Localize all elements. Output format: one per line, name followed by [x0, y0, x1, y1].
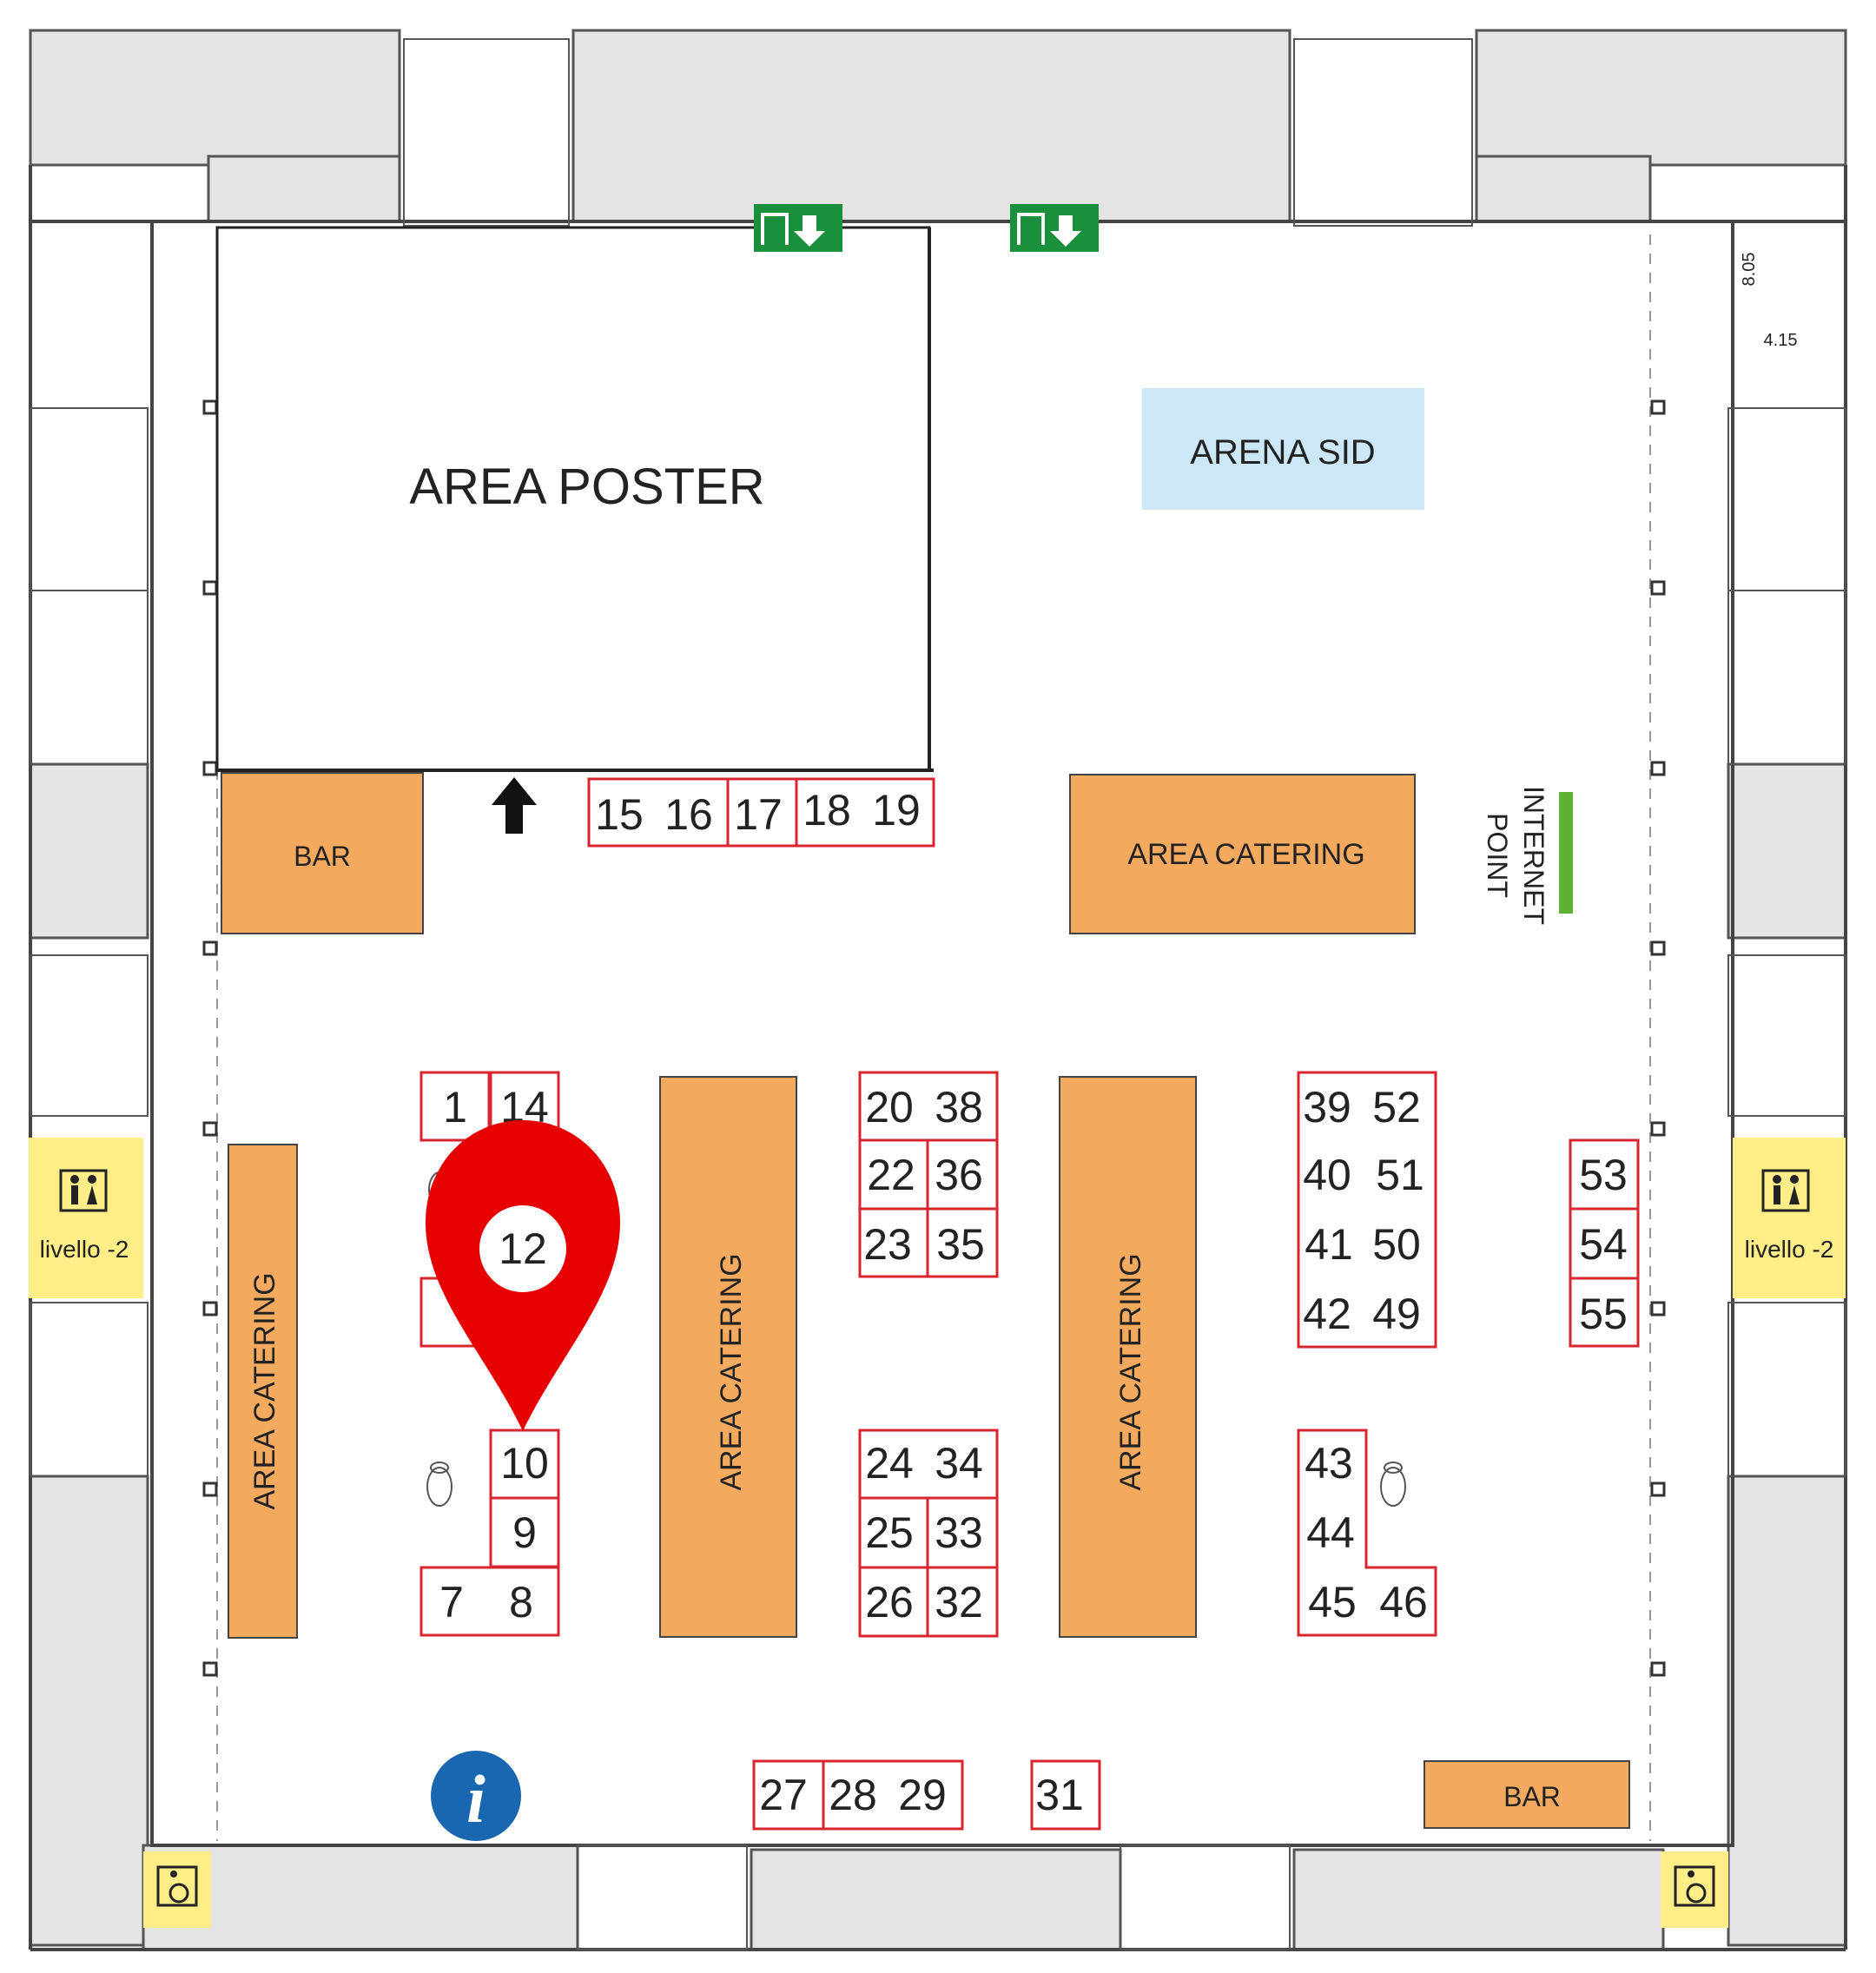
booth-49[interactable]: 49 [1372, 1290, 1421, 1338]
booth-numbers: 1 14 12 10 9 7 8 15 16 17 18 19 20 38 22… [439, 786, 1628, 1819]
booth-25[interactable]: 25 [865, 1508, 914, 1557]
booth-10[interactable]: 10 [500, 1439, 549, 1488]
booth-9[interactable]: 9 [512, 1508, 537, 1557]
booth-20[interactable]: 20 [865, 1083, 914, 1132]
booth-17[interactable]: 17 [734, 790, 783, 839]
internet-label: INTERNET [1518, 786, 1549, 925]
building-structure [29, 29, 1847, 1951]
arrow-up-icon [492, 777, 537, 834]
booth-8[interactable]: 8 [509, 1578, 533, 1627]
booth-28[interactable]: 28 [829, 1771, 877, 1819]
booth-38[interactable]: 38 [935, 1083, 983, 1132]
booth-16[interactable]: 16 [664, 790, 713, 839]
booth-44[interactable]: 44 [1306, 1508, 1355, 1557]
booth-43[interactable]: 43 [1305, 1439, 1353, 1488]
booth-23[interactable]: 23 [863, 1220, 912, 1269]
arena-sid-label: ARENA SID [1190, 433, 1375, 472]
area-catering-label: AREA CATERING [248, 1272, 281, 1509]
restroom-right: livello -2 [1733, 1138, 1846, 1298]
booth-45[interactable]: 45 [1308, 1578, 1357, 1627]
booth-55[interactable]: 55 [1579, 1290, 1628, 1338]
area-catering-left: AREA CATERING [228, 1144, 298, 1639]
booth-1[interactable]: 1 [443, 1083, 467, 1132]
restroom-icon [1761, 1169, 1810, 1212]
booth-34[interactable]: 34 [935, 1439, 983, 1488]
booth-32[interactable]: 32 [935, 1578, 983, 1627]
booth-7[interactable]: 7 [439, 1578, 464, 1627]
booth-53[interactable]: 53 [1579, 1151, 1628, 1199]
booth-41[interactable]: 41 [1305, 1220, 1353, 1269]
column-markers [202, 399, 1666, 1677]
booth-15[interactable]: 15 [595, 790, 644, 839]
bar-label: BAR [1503, 1781, 1561, 1812]
booth-18[interactable]: 18 [803, 786, 851, 835]
dimension-horizontal: 4.15 [1764, 331, 1798, 350]
bar-bottom-right: BAR [1424, 1760, 1630, 1829]
restroom-left: livello -2 [29, 1138, 143, 1298]
booth-22[interactable]: 22 [867, 1151, 915, 1199]
emergency-exit-icon [754, 204, 1099, 252]
livello-label: livello -2 [40, 1236, 129, 1263]
booth-51[interactable]: 51 [1376, 1151, 1424, 1199]
bar-top-left: BAR [221, 772, 424, 934]
area-catering-label: AREA CATERING [715, 1253, 748, 1490]
booth-40[interactable]: 40 [1303, 1151, 1351, 1199]
arena-sid: ARENA SID [1142, 388, 1424, 510]
livello-label: livello -2 [1745, 1236, 1834, 1263]
booth-54[interactable]: 54 [1579, 1220, 1628, 1269]
booth-50[interactable]: 50 [1372, 1220, 1421, 1269]
booth-26[interactable]: 26 [865, 1578, 914, 1627]
booth-19[interactable]: 19 [872, 786, 921, 835]
booth-24[interactable]: 24 [865, 1439, 914, 1488]
booth-outlines [419, 777, 1640, 1831]
area-catering-center-left: AREA CATERING [659, 1076, 797, 1638]
restroom-icon [59, 1169, 108, 1212]
dimensions: 8.05 4.15 [1740, 253, 1797, 350]
location-pin-icon[interactable]: 12 [426, 1120, 620, 1431]
booth-29[interactable]: 29 [898, 1771, 947, 1819]
area-poster-label: AREA POSTER [409, 459, 764, 515]
wheelchair-icon [143, 1851, 1728, 1928]
booth-31[interactable]: 31 [1035, 1771, 1084, 1819]
booth-52[interactable]: 52 [1372, 1083, 1421, 1132]
booth-36[interactable]: 36 [935, 1151, 983, 1199]
info-label: i [466, 1761, 486, 1837]
booth-12-in-pin: 12 [499, 1224, 547, 1273]
area-catering-label: AREA CATERING [1127, 838, 1364, 871]
side-doors [30, 38, 1846, 1950]
area-catering-label: AREA CATERING [1114, 1253, 1147, 1490]
booth-35[interactable]: 35 [936, 1220, 985, 1269]
area-poster: AREA POSTER [215, 226, 934, 772]
booth-33[interactable]: 33 [935, 1508, 983, 1557]
bar-label: BAR [294, 841, 351, 872]
booth-42[interactable]: 42 [1303, 1290, 1351, 1338]
area-catering-center-right: AREA CATERING [1059, 1076, 1197, 1638]
dimension-vertical: 8.05 [1740, 253, 1759, 287]
booth-39[interactable]: 39 [1303, 1083, 1351, 1132]
info-icon[interactable]: i [431, 1751, 521, 1841]
point-label: POINT [1482, 813, 1513, 898]
internet-point: INTERNET POINT [1482, 786, 1573, 925]
area-catering-top-right: AREA CATERING [1069, 774, 1416, 934]
booth-27[interactable]: 27 [759, 1771, 808, 1819]
booth-46[interactable]: 46 [1379, 1578, 1428, 1627]
